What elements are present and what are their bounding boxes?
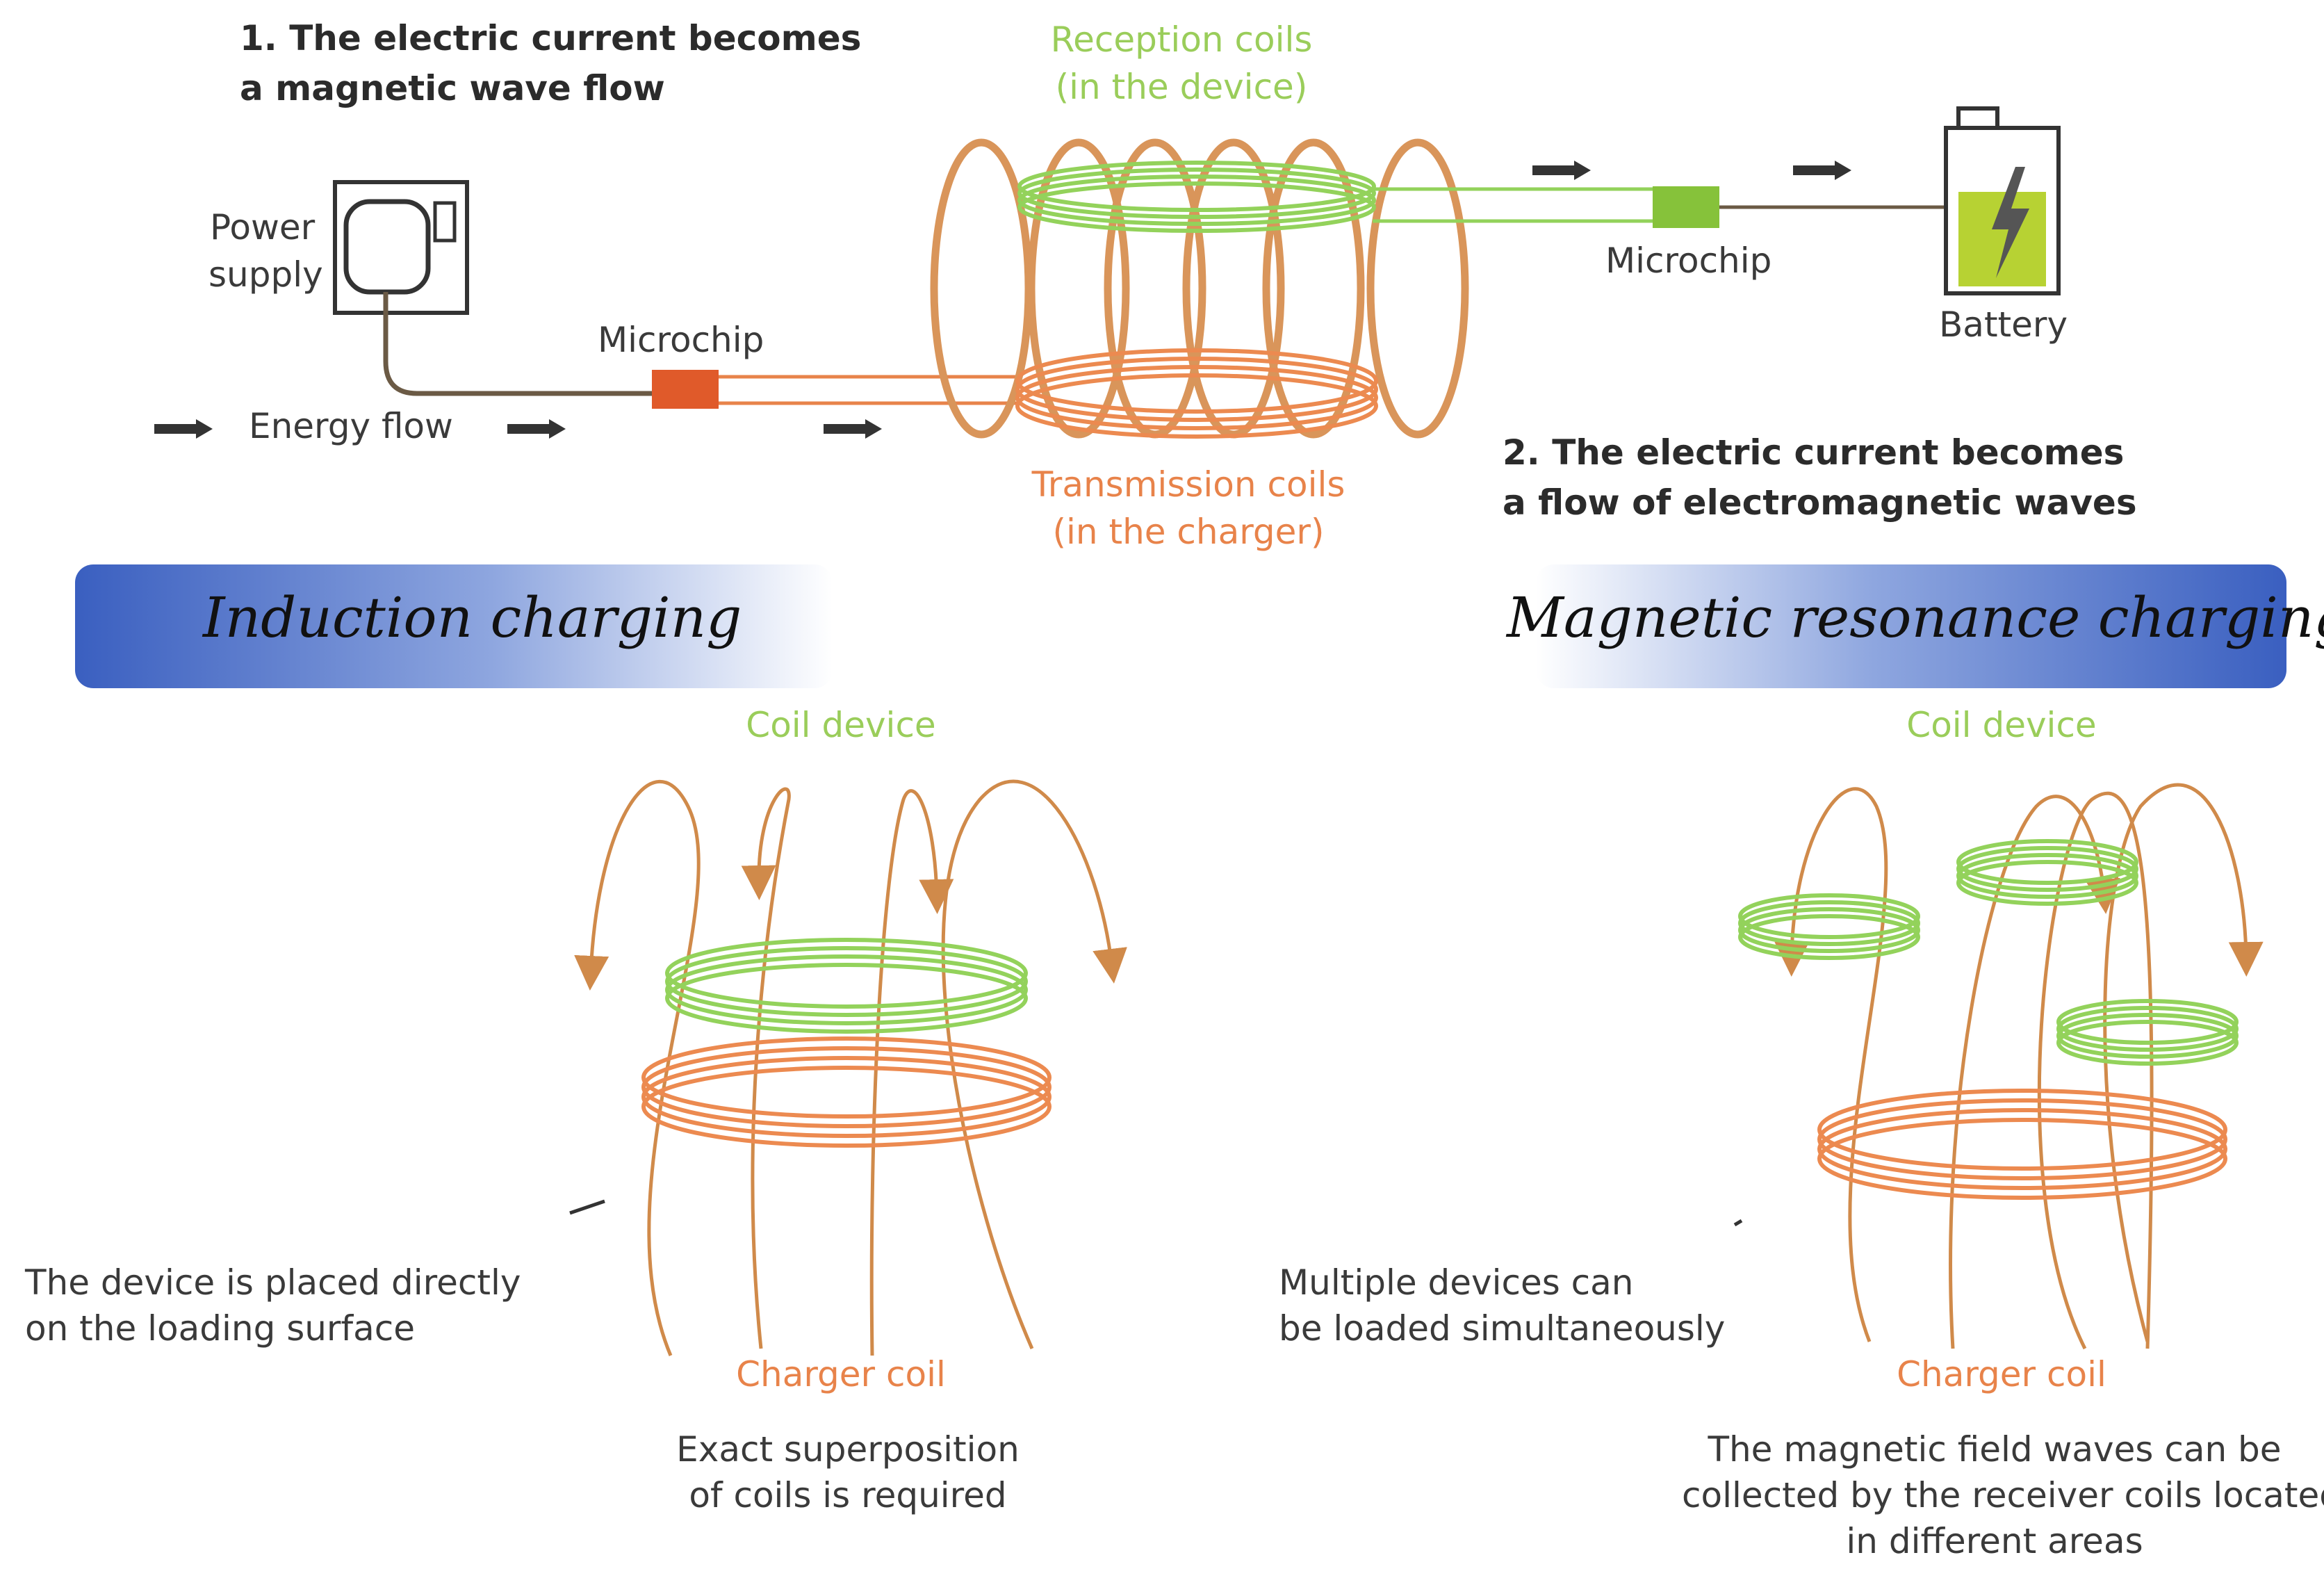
- transmission-coils: [1015, 348, 1378, 439]
- power-supply-label-line2: supply: [208, 254, 323, 295]
- resonance-charger-coil-label: Charger coil: [1897, 1354, 2106, 1394]
- induction-charging-title: Induction charging: [203, 585, 742, 650]
- resonance-side-note-line2: be loaded simultaneously: [1279, 1308, 1726, 1349]
- transmission-coils-label-line1: Transmission coils: [1031, 464, 1345, 505]
- induction-side-note-line2: on the loading surface: [25, 1308, 415, 1349]
- banner-left-bg: [75, 564, 833, 688]
- battery-label: Battery: [1939, 304, 2068, 345]
- induction-charger-coil-label: Charger coil: [736, 1354, 946, 1394]
- induction-device-coil: [665, 938, 1028, 1034]
- power-supply-socket: [333, 180, 469, 315]
- resonance-coil-device-label: Coil device: [1906, 705, 2097, 745]
- energy-flow-label: Energy flow: [249, 406, 453, 446]
- reception-coils: [1017, 161, 1376, 233]
- microchip-right-chip: [1653, 186, 1719, 228]
- step1-title-line1: 1. The electric current becomes: [240, 18, 862, 58]
- induction-side-note-line1: The device is placed directly: [25, 1262, 521, 1303]
- power-supply-label-line1: Power: [210, 207, 316, 247]
- energy-flow-arrows: [154, 161, 1851, 439]
- resonance-receiver-coil-2: [1956, 839, 2138, 906]
- battery-shape: [1944, 106, 2061, 295]
- induction-field-lines: [574, 779, 1127, 1356]
- power-cord: [383, 292, 653, 396]
- magnetic-resonance-charging-title: Magnetic resonance charging: [1507, 585, 2324, 650]
- resonance-side-note-line1: Multiple devices can: [1279, 1262, 1634, 1303]
- microchip-left-chip: [652, 370, 719, 409]
- resonance-field-lines: [1774, 783, 2264, 1350]
- induction-charger-coil: [641, 1036, 1051, 1148]
- step1-title-line2: a magnetic wave flow: [240, 68, 665, 108]
- step2-title-line1: 2. The electric current becomes: [1503, 432, 2125, 473]
- step2-title-line2: a flow of electromagnetic waves: [1503, 482, 2137, 523]
- microchip-right-label: Microchip: [1605, 241, 1772, 281]
- reception-coils-label-line1: Reception coils: [1050, 19, 1313, 60]
- resonance-receiver-coil-1: [1738, 893, 1920, 960]
- induction-coil-device-label: Coil device: [746, 705, 936, 745]
- resonance-bottom-note-line3: in different areas: [1846, 1521, 2143, 1561]
- resonance-charger-coil: [1817, 1089, 2227, 1200]
- field-loops-top: [930, 138, 1469, 439]
- resonance-bottom-note-line2: collected by the receiver coils located: [1682, 1475, 2324, 1515]
- microchip-left-label: Microchip: [598, 320, 764, 360]
- induction-bottom-note-line1: Exact superposition: [676, 1429, 1020, 1470]
- resonance-bottom-note-line1: The magnetic field waves can be: [1708, 1429, 2282, 1470]
- induction-bottom-note-line2: of coils is required: [689, 1475, 1007, 1515]
- transmission-coils-label-line2: (in the charger): [1052, 512, 1325, 552]
- reception-coils-label-line2: (in the device): [1055, 67, 1308, 107]
- banner-right-bg: [1536, 564, 2286, 688]
- resonance-receiver-coil-3: [2056, 999, 2239, 1066]
